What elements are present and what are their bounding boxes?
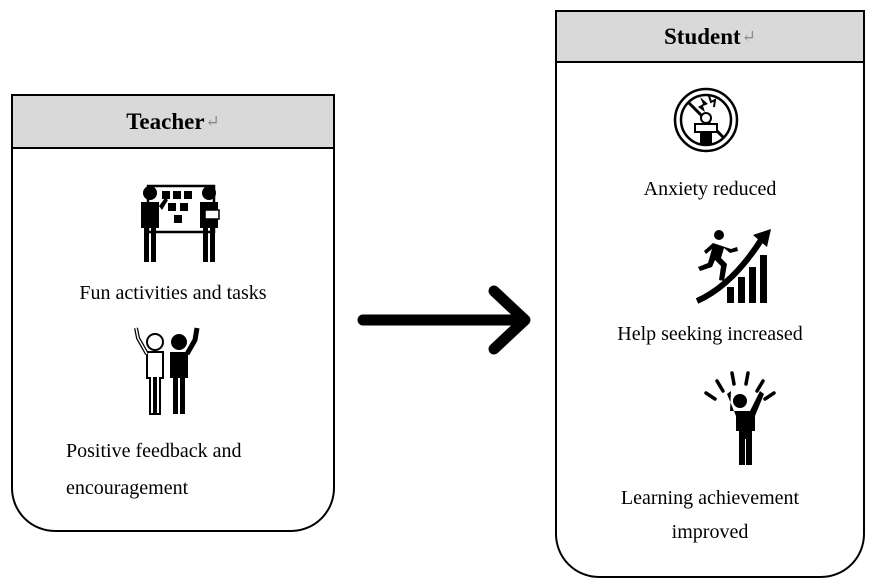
anxiety-reduced-icon bbox=[673, 87, 739, 153]
right-arrow-icon bbox=[357, 285, 531, 355]
teacher-panel: Teacher↵ Fun activities and tasks Positi… bbox=[11, 94, 335, 532]
teacher-item-2-label-line-2: encouragement bbox=[66, 477, 189, 499]
student-item-3-label-line-2: improved bbox=[671, 521, 749, 543]
climbing-growth-icon bbox=[695, 229, 771, 304]
return-mark: ↵ bbox=[741, 26, 756, 46]
student-panel: Student↵ Anxiety reduced Help seeking in… bbox=[555, 10, 865, 578]
student-item-1-label: Anxiety reduced bbox=[643, 178, 777, 200]
teacher-item-1-label: Fun activities and tasks bbox=[79, 282, 267, 304]
return-mark: ↵ bbox=[205, 111, 220, 131]
cheering-people-icon bbox=[134, 327, 200, 415]
student-item-3-label-line-1: Learning achievement bbox=[620, 487, 800, 509]
student-title: Student bbox=[664, 23, 741, 49]
student-header: Student↵ bbox=[557, 12, 863, 63]
student-item-2-label: Help seeking increased bbox=[617, 323, 803, 345]
teacher-title: Teacher bbox=[126, 108, 205, 134]
classroom-board-icon bbox=[141, 184, 220, 262]
teacher-header: Teacher↵ bbox=[13, 96, 333, 149]
celebrating-person-icon bbox=[704, 371, 776, 465]
teacher-item-2-label-line-1: Positive feedback and bbox=[66, 440, 242, 462]
